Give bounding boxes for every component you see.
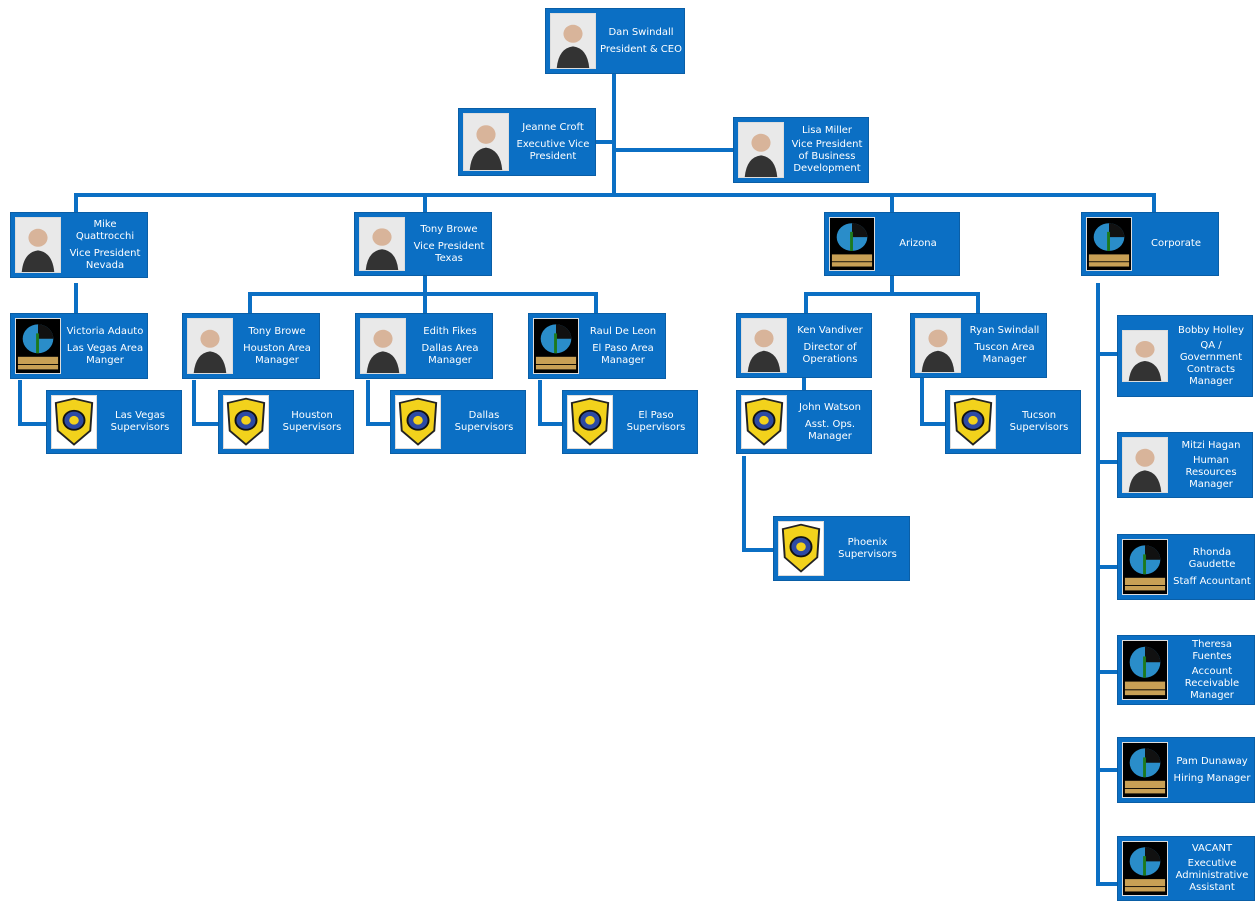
badge-icon xyxy=(778,521,824,576)
person-name: Victoria Adauto xyxy=(66,325,144,337)
blackstone-logo-icon xyxy=(1122,841,1168,896)
person-title: Dallas Area Manager xyxy=(421,342,479,366)
person-name: Tony Browe xyxy=(420,223,478,235)
person-name: Pam Dunaway xyxy=(1176,755,1248,767)
node-arizona[interactable]: Arizona xyxy=(824,212,960,276)
person-name: VACANT xyxy=(1191,843,1233,854)
person-title: Staff Acountant xyxy=(1173,575,1251,587)
badge-icon xyxy=(223,395,269,449)
person-name: Ken Vandiver xyxy=(797,325,863,336)
avatar xyxy=(1122,437,1168,493)
node-jeanne-croft[interactable]: Jeanne Croft Executive Vice President xyxy=(458,108,596,176)
node-phoenix-supervisors[interactable]: Phoenix Supervisors xyxy=(773,516,910,581)
node-label: Tucson Supervisors xyxy=(1009,410,1069,433)
person-title: Vice President Nevada xyxy=(69,247,141,271)
node-ryan-swindall[interactable]: Ryan Swindall Tuscon Area Manager xyxy=(910,313,1047,378)
badge-icon xyxy=(567,395,613,449)
node-mike-quattrocchi[interactable]: Mike Quattrocchi Vice President Nevada xyxy=(10,212,148,278)
node-label: Houston Supervisors xyxy=(282,410,342,433)
person-name: John Watson xyxy=(799,401,861,413)
blackstone-logo-icon xyxy=(1122,640,1168,700)
person-title: Vice President of Business Development xyxy=(791,139,863,174)
person-name: Theresa Fuentes xyxy=(1192,638,1232,662)
node-lisa-miller[interactable]: Lisa Miller Vice President of Business D… xyxy=(733,117,869,183)
node-rhonda-gaudette[interactable]: Rhonda Gaudette Staff Acountant xyxy=(1117,534,1255,600)
person-name: Rhonda Gaudette xyxy=(1188,546,1236,570)
person-name: Dan Swindall xyxy=(608,26,674,38)
badge-icon xyxy=(950,395,996,449)
blackstone-logo-icon xyxy=(829,217,875,271)
badge-icon xyxy=(395,395,441,449)
blackstone-logo-icon xyxy=(1122,742,1168,798)
node-theresa-fuentes[interactable]: Theresa Fuentes Account Receivable Manag… xyxy=(1117,635,1255,705)
badge-icon xyxy=(741,395,787,449)
node-corporate[interactable]: Corporate xyxy=(1081,212,1219,276)
node-label: El Paso Supervisors xyxy=(626,410,686,433)
person-title: Account Receivable Manager xyxy=(1184,665,1240,701)
node-john-watson[interactable]: John Watson Asst. Ops. Manager xyxy=(736,390,872,454)
person-title: Asst. Ops. Manager xyxy=(804,418,856,442)
blackstone-logo-icon xyxy=(15,318,61,374)
avatar xyxy=(550,13,596,69)
node-label: Las Vegas Supervisors xyxy=(110,410,170,433)
person-title: El Paso Area Manager xyxy=(592,342,654,366)
node-las-vegas-supervisors[interactable]: Las Vegas Supervisors xyxy=(46,390,182,454)
node-tony-browe-vp[interactable]: Tony Browe Vice President Texas xyxy=(354,212,492,276)
node-label: Phoenix Supervisors xyxy=(838,536,897,560)
blackstone-logo-icon xyxy=(1122,539,1168,595)
node-raul-de-leon[interactable]: Raul De Leon El Paso Area Manager xyxy=(528,313,666,379)
person-title: Las Vegas Area Manger xyxy=(66,342,144,366)
node-edith-fikes[interactable]: Edith Fikes Dallas Area Manager xyxy=(355,313,493,379)
person-title: Executive Vice President xyxy=(516,138,590,162)
person-name: Ryan Swindall xyxy=(969,325,1040,336)
avatar xyxy=(15,217,61,273)
person-title: Hiring Manager xyxy=(1173,772,1251,784)
person-title: QA / Government Contracts Manager xyxy=(1179,339,1243,387)
person-title: President & CEO xyxy=(600,43,682,55)
person-title: Tuscon Area Manager xyxy=(974,342,1035,365)
person-title: Director of Operations xyxy=(802,342,858,365)
person-title: Executive Administrative Assistant xyxy=(1175,858,1249,893)
node-pam-dunaway[interactable]: Pam Dunaway Hiring Manager xyxy=(1117,737,1255,803)
person-name: Tony Browe xyxy=(248,325,306,337)
avatar xyxy=(741,318,787,373)
person-title: Houston Area Manager xyxy=(243,342,311,366)
node-houston-supervisors[interactable]: Houston Supervisors xyxy=(218,390,354,454)
avatar xyxy=(1122,330,1168,382)
node-vacant[interactable]: VACANT Executive Administrative Assistan… xyxy=(1117,836,1255,901)
person-name: Mike Quattrocchi xyxy=(75,218,135,242)
person-name: Bobby Holley xyxy=(1177,324,1245,336)
avatar xyxy=(360,318,406,374)
node-victoria-adauto[interactable]: Victoria Adauto Las Vegas Area Manger xyxy=(10,313,148,379)
person-name: Mitzi Hagan xyxy=(1181,439,1241,451)
person-name: Edith Fikes xyxy=(423,325,477,337)
avatar xyxy=(915,318,961,373)
person-title: Vice President Texas xyxy=(413,240,485,264)
node-bobby-holley[interactable]: Bobby Holley QA / Government Contracts M… xyxy=(1117,315,1253,397)
node-mitzi-hagan[interactable]: Mitzi Hagan Human Resources Manager xyxy=(1117,432,1253,498)
node-tucson-supervisors[interactable]: Tucson Supervisors xyxy=(945,390,1081,454)
node-el-paso-supervisors[interactable]: El Paso Supervisors xyxy=(562,390,698,454)
person-name: Raul De Leon xyxy=(589,325,657,337)
avatar xyxy=(738,122,784,178)
person-name: Lisa Miller xyxy=(801,125,853,136)
badge-icon xyxy=(51,395,97,449)
avatar xyxy=(187,318,233,374)
node-label: Arizona xyxy=(899,238,937,249)
person-title: Human Resources Manager xyxy=(1185,454,1237,490)
node-dallas-supervisors[interactable]: Dallas Supervisors xyxy=(390,390,526,454)
avatar xyxy=(463,113,509,171)
node-label: Corporate xyxy=(1151,238,1201,249)
person-name: Jeanne Croft xyxy=(522,121,584,133)
node-tony-browe-houston[interactable]: Tony Browe Houston Area Manager xyxy=(182,313,320,379)
node-ken-vandiver[interactable]: Ken Vandiver Director of Operations xyxy=(736,313,872,378)
node-label: Dallas Supervisors xyxy=(454,410,514,433)
blackstone-logo-icon xyxy=(533,318,579,374)
avatar xyxy=(359,217,405,271)
node-dan-swindall[interactable]: Dan Swindall President & CEO xyxy=(545,8,685,74)
blackstone-logo-icon xyxy=(1086,217,1132,271)
